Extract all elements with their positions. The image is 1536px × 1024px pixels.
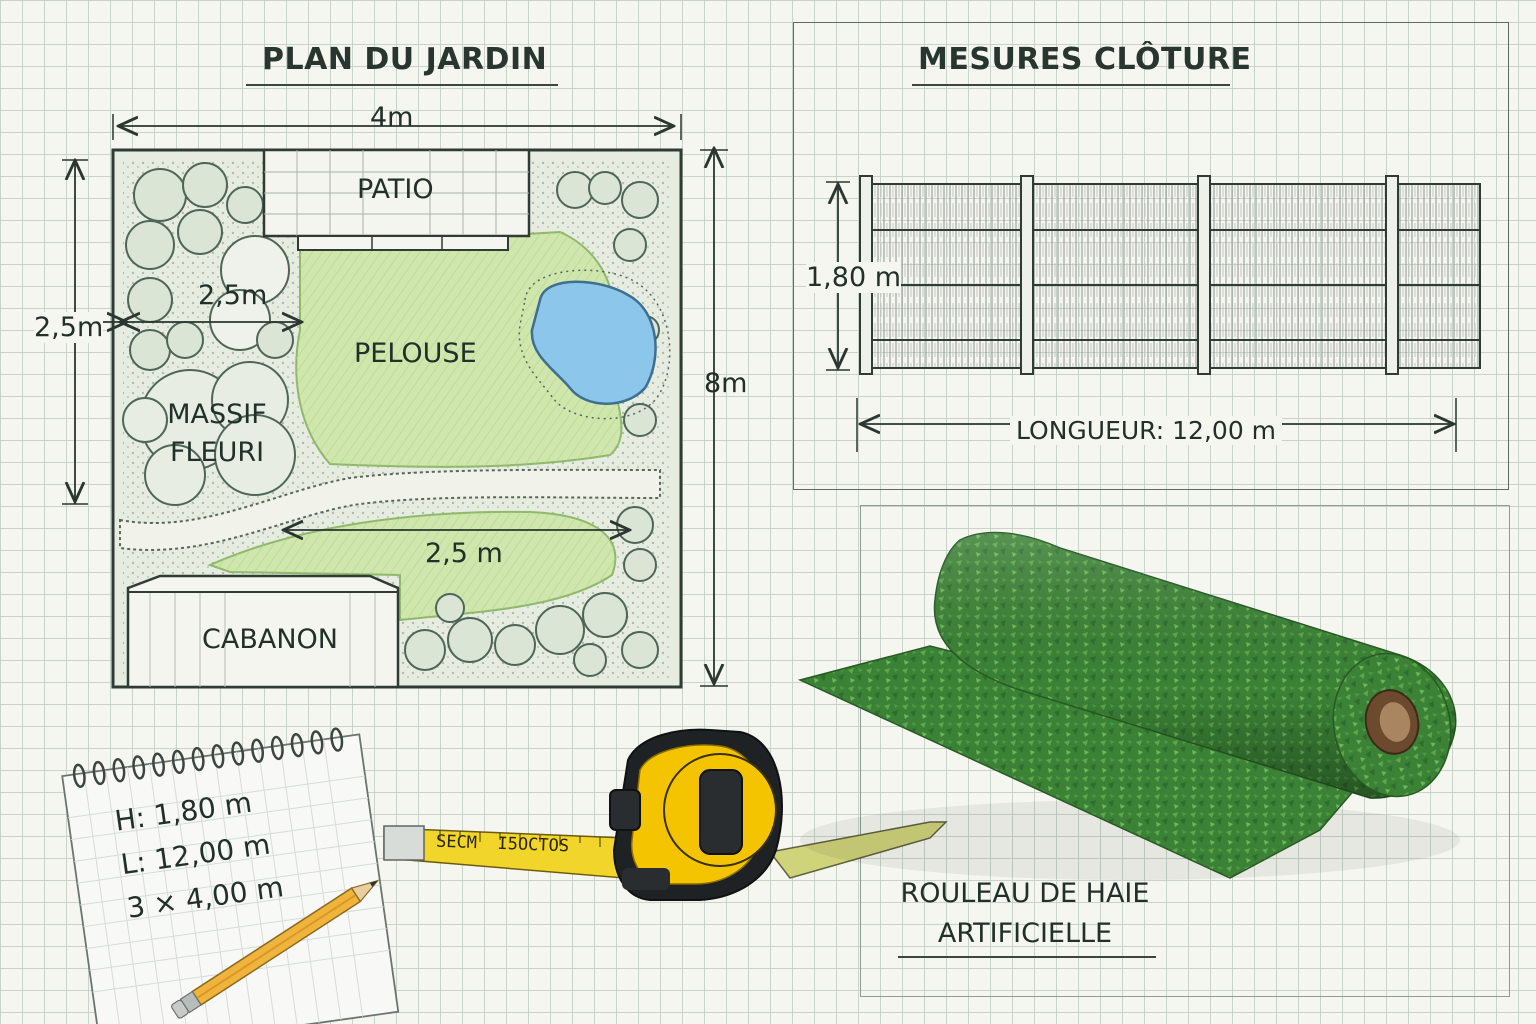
shrubs-bottom (404, 592, 659, 677)
garden-path (119, 468, 661, 551)
shed-label: CABANON (202, 624, 338, 655)
plan-shrub-label: 2,5m (198, 280, 268, 311)
flowerbed-label-line2: FLEURI (169, 437, 265, 468)
hedge-sheet (797, 645, 1382, 879)
flowerbed-shape (122, 361, 296, 506)
plan-side-label: 2,5m (34, 312, 104, 343)
spiral-rings (72, 727, 344, 788)
plan-title: PLAN DU JARDIN (262, 42, 548, 77)
plan-height-label: 8m (704, 368, 748, 399)
lawn-label: PELOUSE (354, 338, 477, 369)
fence-title-underline (912, 84, 1230, 86)
fence-panel (793, 22, 1509, 490)
plan-title-underline (246, 84, 558, 86)
pond (530, 280, 657, 405)
plan-width-label: 4m (370, 102, 414, 133)
tape-blade-right (768, 821, 948, 879)
roll-label: ROULEAU DE HAIE ARTIFICIELLE (880, 874, 1170, 954)
fence-height-label: 1,80 m (806, 262, 902, 293)
shrubs-right (556, 171, 660, 582)
fence-title: MESURES CLÔTURE (918, 42, 1252, 77)
shed-shape (126, 574, 400, 689)
flowerbed-label: MASSIF FLEURI (162, 396, 272, 472)
roll-label-line1: ROULEAU DE HAIE (900, 878, 1150, 909)
flowerbed-label-line1: MASSIF (167, 399, 267, 430)
patio-step (297, 235, 509, 251)
roll-panel (860, 505, 1510, 997)
fence-length-label: LONGUEUR: 12,00 m (1010, 416, 1283, 445)
fence-panel-fill (867, 183, 1481, 369)
plan-path-label: 2,5 m (425, 538, 503, 569)
roll-label-line2: ARTIFICIELLE (937, 918, 1113, 949)
patio-label: PATIO (357, 174, 434, 205)
roll-label-underline (898, 956, 1156, 958)
